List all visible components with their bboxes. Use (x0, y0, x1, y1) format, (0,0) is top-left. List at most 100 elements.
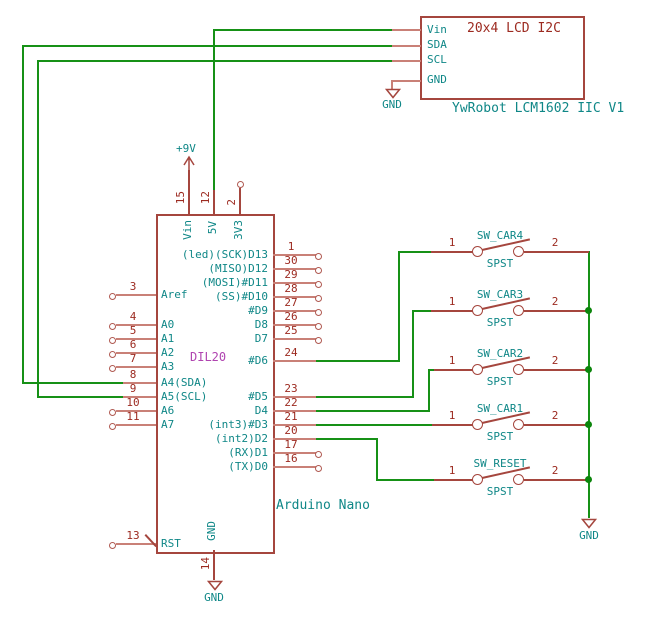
pin-stub-d2 (273, 438, 316, 440)
unconnected-pin-3v3 (237, 181, 244, 188)
pin-label-d12: (MISO)D12 (208, 262, 268, 275)
pin-number-7: 7 (129, 352, 137, 365)
pin-stub-a6 (116, 410, 156, 412)
pin-stub-a1 (116, 338, 156, 340)
switch-type-label: SPST (486, 430, 514, 443)
pin-number-15: 15 (174, 191, 187, 205)
pin-number-21: 21 (284, 410, 298, 423)
arduino-gnd-symbol-icon (207, 580, 223, 591)
power-rail-label: +9V (176, 142, 196, 155)
switch-pin1-number: 1 (448, 236, 456, 249)
pin-number-22: 22 (284, 396, 298, 409)
switch-pin1-number: 1 (448, 409, 456, 422)
wire-d4-out (316, 410, 430, 412)
switch-name-sw-car3: SW_CAR3 (476, 288, 524, 301)
pin-number-9: 9 (129, 382, 137, 395)
pin-label-d10: (SS)#D10 (215, 290, 268, 303)
wire-a5-out (37, 396, 128, 398)
wire-d2-drop (376, 438, 378, 481)
unconnected-pin-aref (109, 293, 116, 300)
switch-stub-left (432, 424, 473, 426)
switch-pin1-number: 1 (448, 464, 456, 477)
switch-stub-right (524, 424, 589, 426)
switch-name-sw-car1: SW_CAR1 (476, 402, 524, 415)
pin-number-28: 28 (284, 282, 298, 295)
pin-label-d5: #D5 (248, 390, 268, 403)
pin-stub-aref (116, 294, 156, 296)
pin-stub-d4 (273, 410, 316, 412)
pin-label-a3: A3 (161, 360, 175, 373)
lcd-gnd-symbol-icon (385, 88, 401, 99)
pin-label-aref: Aref (161, 288, 188, 301)
lcd-pin-stub-gnd (392, 80, 421, 82)
pin-number-1: 1 (287, 240, 295, 253)
pin-stub-d13 (273, 254, 316, 256)
arduino-gnd-text: GND (204, 591, 224, 604)
pin-stub-d11 (273, 282, 316, 284)
switch-stub-right (524, 369, 589, 371)
switch-name-sw-car4: SW_CAR4 (476, 229, 524, 242)
unconnected-pin-a1 (109, 337, 116, 344)
pin-stub-d8 (273, 324, 316, 326)
switch-type-label: SPST (486, 375, 514, 388)
pin-label-3v3: 3V3 (232, 220, 245, 240)
arduino-package: DIL20 (190, 350, 227, 364)
pin-label-a6: A6 (161, 404, 175, 417)
unconnected-pin-a7 (109, 423, 116, 430)
pin-label-a2: A2 (161, 346, 175, 359)
pin-stub-d9 (273, 310, 316, 312)
wire-d6-to-swcar4 (398, 251, 433, 253)
unconnected-pin-d9 (315, 309, 322, 316)
pin-label-a5: A5(SCL) (161, 390, 208, 403)
pin-label-a0: A0 (161, 318, 175, 331)
unconnected-pin-d10 (315, 295, 322, 302)
wire-d5-to-swcar3 (412, 310, 435, 312)
switch-contact-left (472, 474, 483, 485)
pin-stub-d7 (273, 338, 316, 340)
wire-scl-vertical (37, 60, 39, 398)
pin-label-d13: (led)(SCK)D13 (181, 248, 268, 261)
wire-a4-out (22, 382, 127, 384)
pin-number-17: 17 (284, 438, 298, 451)
unconnected-pin-d13 (315, 253, 322, 260)
switch-contact-right (513, 364, 524, 375)
switch-pin2-number: 2 (551, 236, 559, 249)
lcd-pin-stub-sda (392, 45, 421, 47)
switch-pin1-number: 1 (448, 354, 456, 367)
wire-d6-out (316, 360, 400, 362)
junction-dot (585, 307, 592, 314)
lcd-pin-label-gnd: GND (427, 73, 447, 86)
unconnected-pin-d0 (315, 465, 322, 472)
switch-contact-left (472, 364, 483, 375)
pin-number-12: 12 (199, 191, 212, 205)
arduino-name: Arduino Nano (276, 498, 370, 513)
wire-d2-out (316, 438, 378, 440)
lcd-box (420, 16, 585, 100)
pin-label-d1: (RX)D1 (228, 446, 268, 459)
lcd-title: 20x4 LCD I2C (467, 21, 561, 36)
switch-pin2-number: 2 (551, 295, 559, 308)
wire-switch-gnd-bus (588, 251, 590, 518)
pin-stub-a2 (116, 352, 156, 354)
wire-d2-to-swreset (376, 479, 435, 481)
wire-d6-riser (398, 251, 400, 362)
pin-number-13: 13 (126, 529, 140, 542)
pin-label-d2: (int2)D2 (215, 432, 268, 445)
wire-d5-riser (412, 310, 414, 398)
pin-label-d9: #D9 (248, 304, 268, 317)
junction-dot (585, 476, 592, 483)
lcd-pin-label-scl: SCL (427, 53, 447, 66)
pin-stub-vin-top (188, 170, 190, 214)
pin-stub-rst (116, 543, 156, 545)
unconnected-pin-d12 (315, 267, 322, 274)
pin-label-d8: D8 (254, 318, 268, 331)
wire-d4-to-swcar2 (428, 369, 437, 371)
pin-label-5v: 5V (206, 221, 219, 235)
unconnected-pin-a6 (109, 409, 116, 416)
pin-number-6: 6 (129, 338, 137, 351)
switch-stub-left (431, 310, 473, 312)
unconnected-pin-a2 (109, 351, 116, 358)
wire-scl-to-lcd (37, 60, 394, 62)
switch-pin2-number: 2 (551, 354, 559, 367)
switch-type-label: SPST (486, 257, 514, 270)
